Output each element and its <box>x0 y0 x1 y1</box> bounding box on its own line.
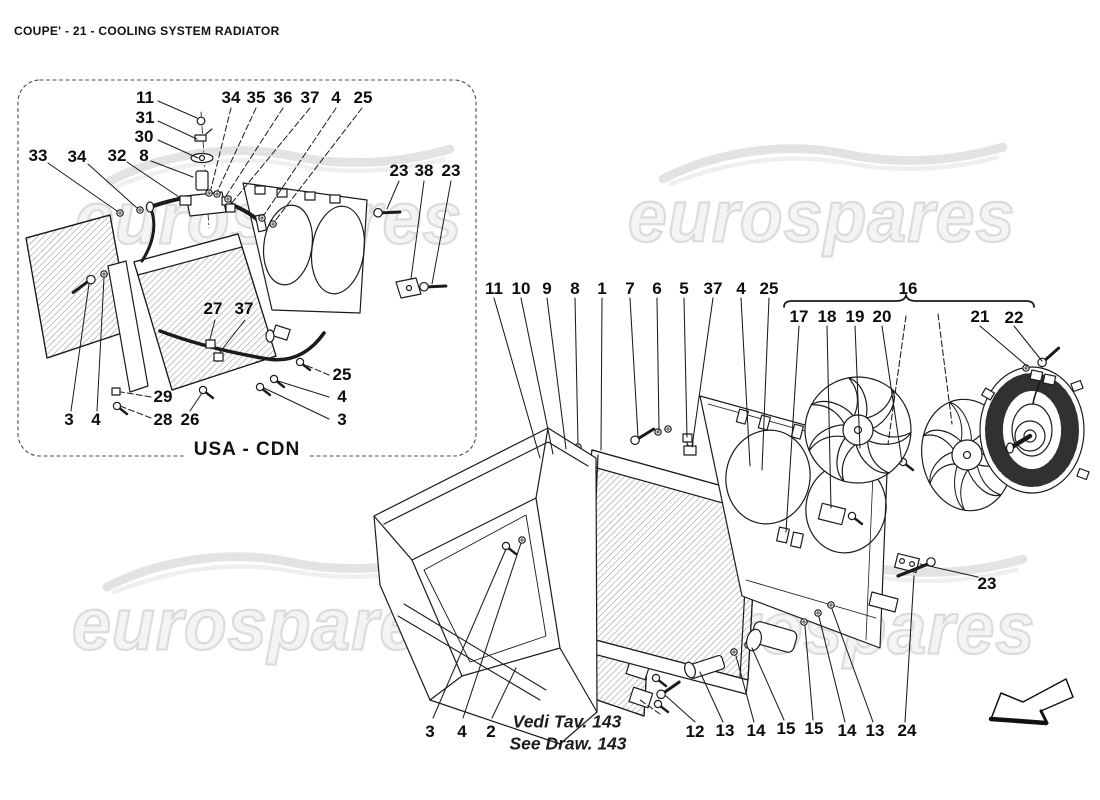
main-drawing <box>373 294 1090 745</box>
inset-drawing <box>25 100 452 420</box>
main-leader-lines <box>432 297 1043 723</box>
fan-motor <box>979 346 1090 494</box>
radiator <box>536 425 766 695</box>
hose-fittings <box>653 557 936 702</box>
fan-left <box>804 376 913 484</box>
inset-caption: USA - CDN <box>183 439 311 461</box>
page-title: COUPE' - 21 - COOLING SYSTEM RADIATOR <box>14 24 280 38</box>
direction-arrow-icon <box>988 678 1074 726</box>
inset-leader-lines <box>47 100 452 420</box>
see-drawing-note-english: See Draw. 143 <box>509 733 627 754</box>
bracket-16 <box>783 294 1035 308</box>
see-drawing-note-italian: Vedi Tav. 143 <box>512 711 622 732</box>
shroud <box>373 427 598 745</box>
